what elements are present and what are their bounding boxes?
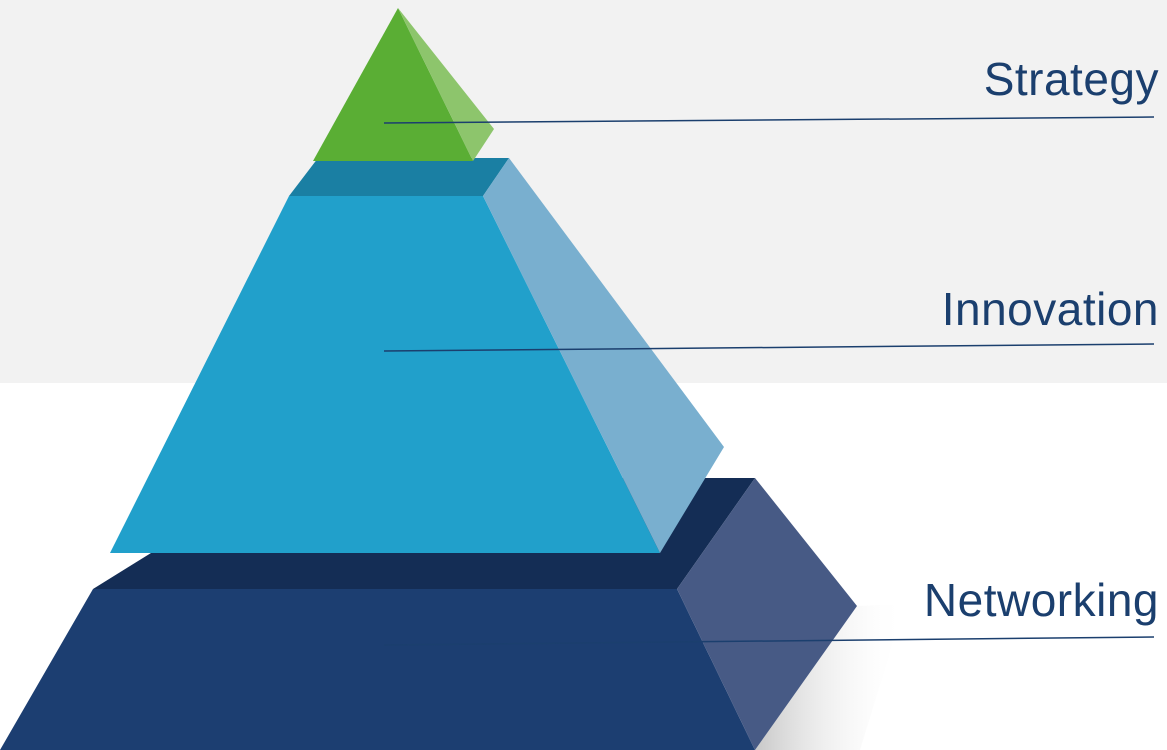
tier-bottom-front-face [0, 589, 755, 750]
leader-line-strategy [383, 116, 1155, 124]
tier-label-innovation: Innovation [941, 283, 1159, 335]
tier-bottom-side-face [677, 478, 857, 750]
tier-middle-front-face [110, 196, 660, 553]
tier-label-strategy: Strategy [983, 53, 1159, 105]
leader-line-networking [383, 636, 1155, 646]
leader-line-innovation [383, 343, 1155, 352]
tier-label-networking: Networking [923, 574, 1159, 626]
tier-middle-top-face [289, 158, 509, 196]
tier-middle-side-face [483, 158, 724, 553]
